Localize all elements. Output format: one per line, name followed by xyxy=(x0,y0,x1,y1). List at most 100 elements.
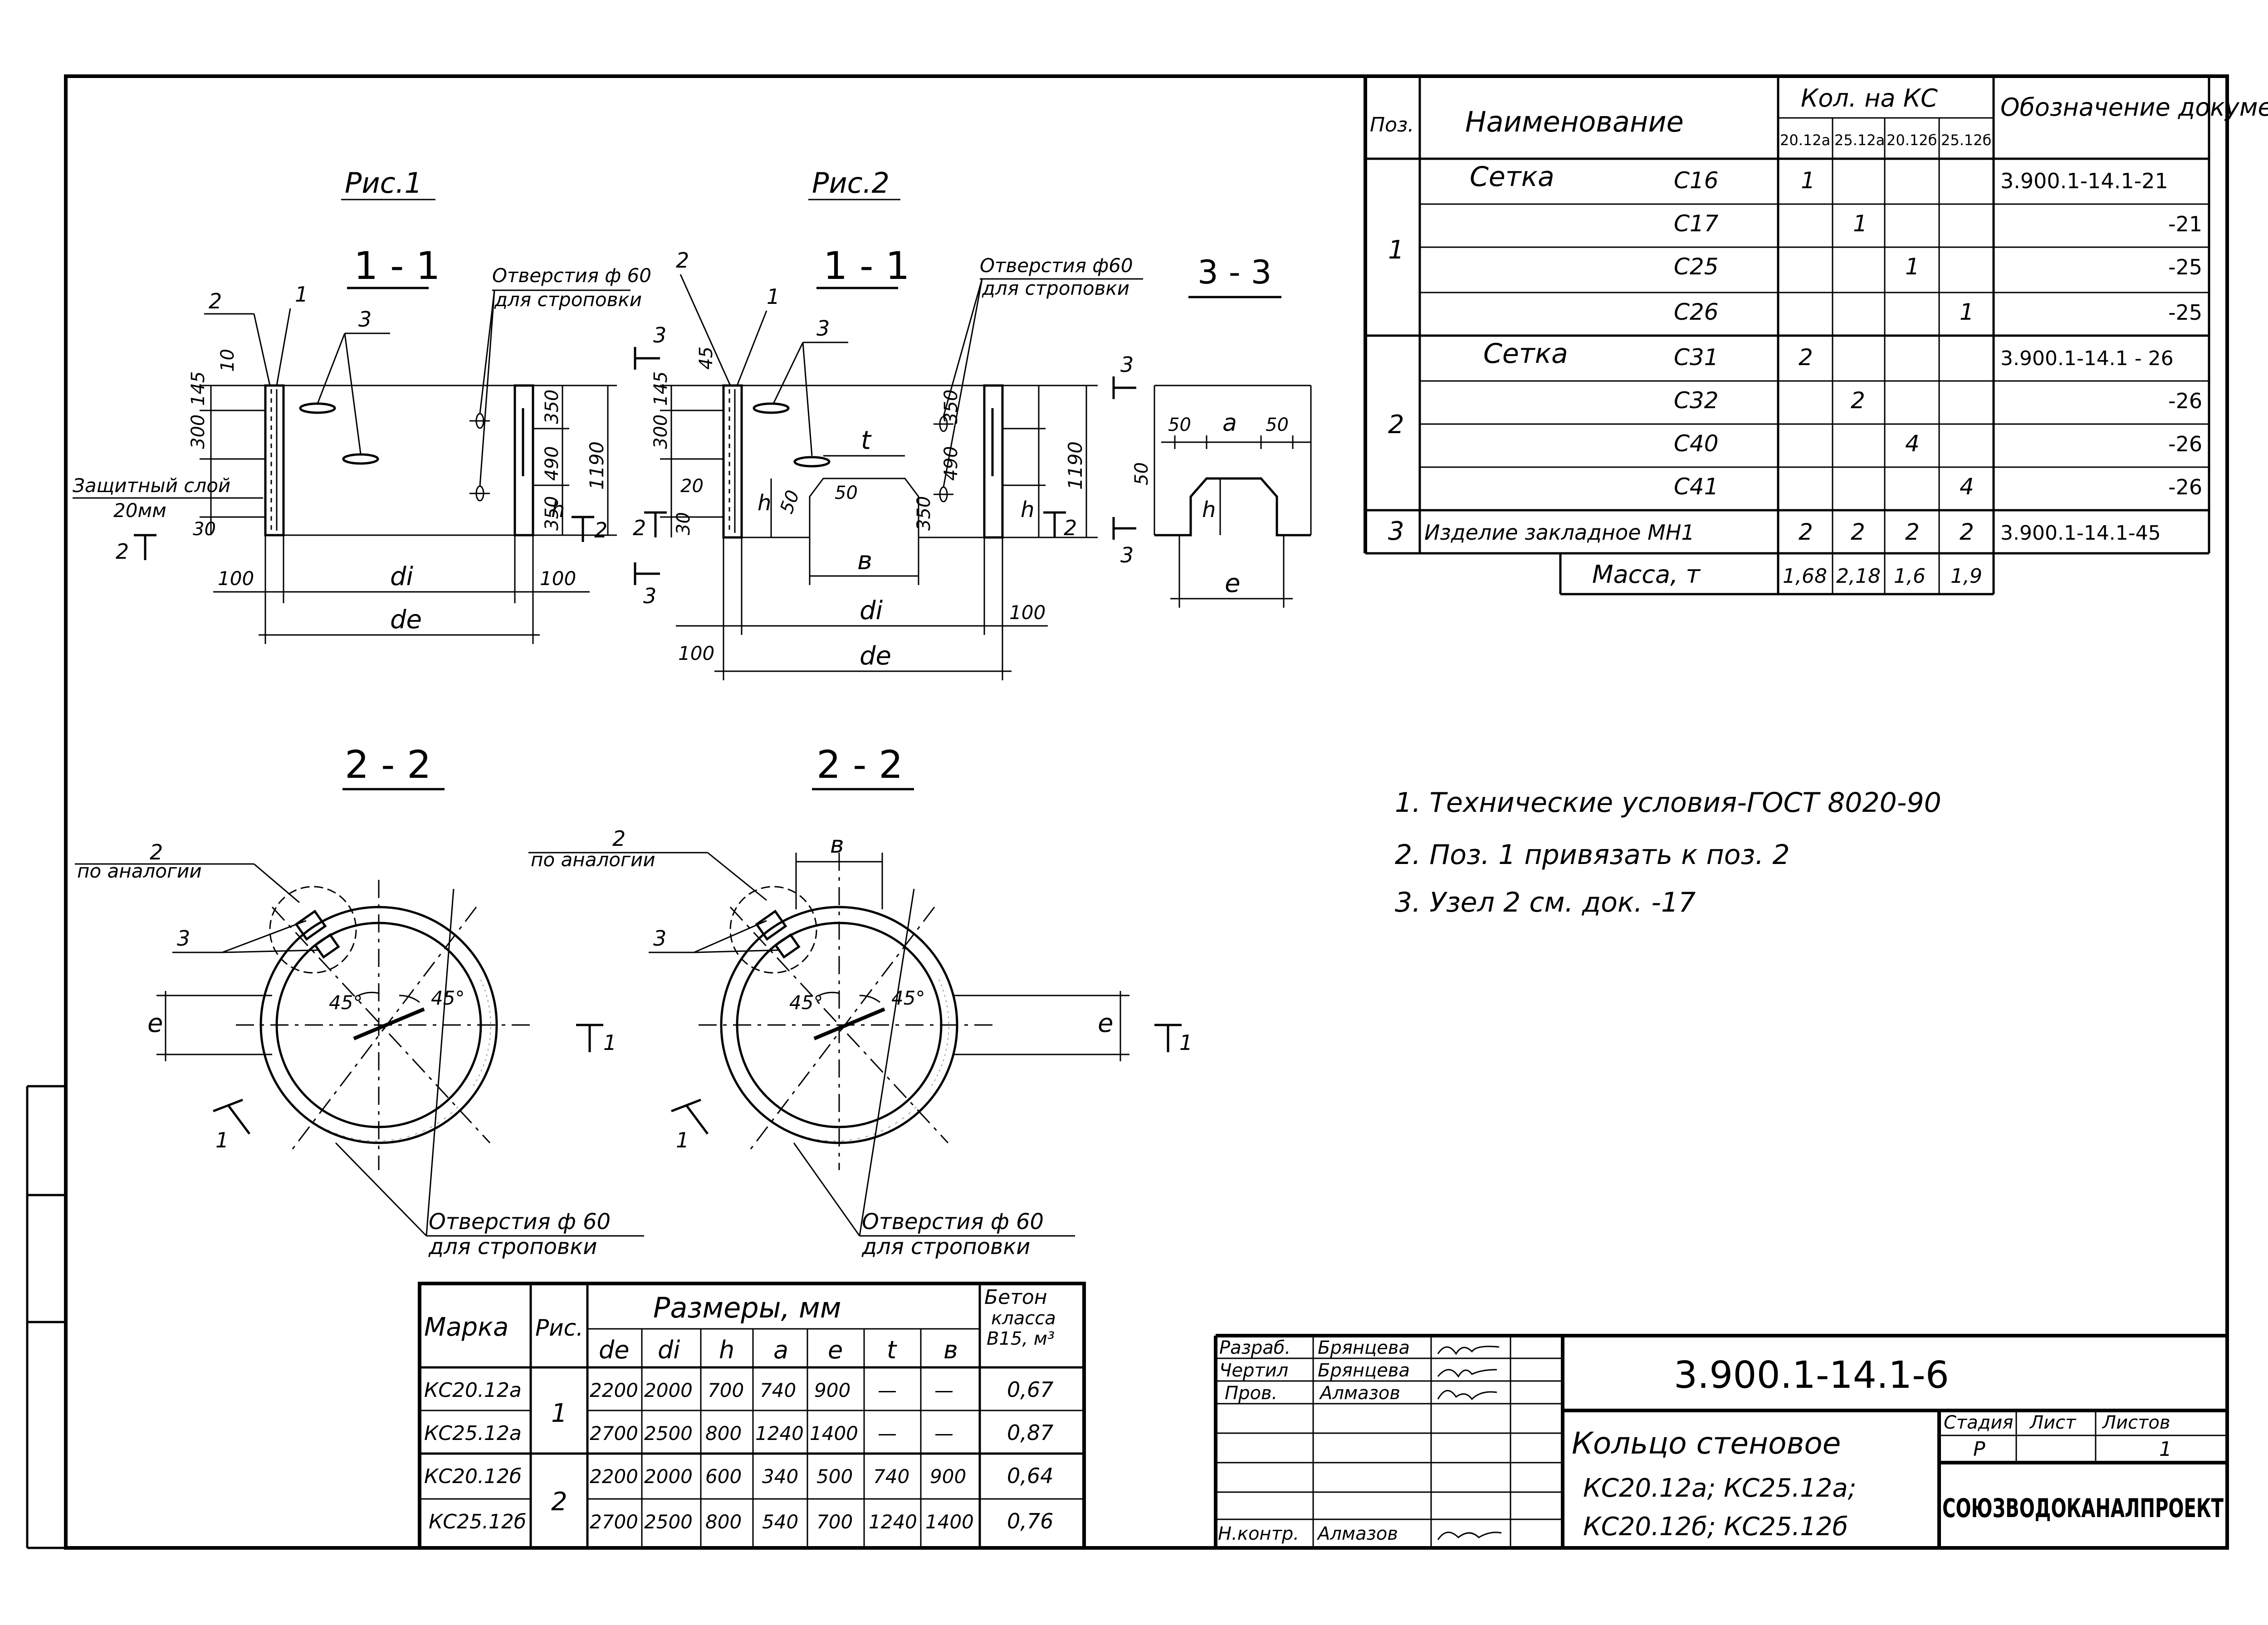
dims-r0-v2: 700 xyxy=(708,1379,744,1401)
dims-r1-v6: — xyxy=(934,1422,953,1444)
fig2-callout-2: 2 xyxy=(676,248,689,273)
spec-g2-r3-mark: С41 xyxy=(1674,473,1719,500)
fig2-dim-50a: 50 xyxy=(776,488,804,517)
dims-r1-v4: 1400 xyxy=(810,1422,858,1444)
fig1-section-mark-right-label: 2 xyxy=(594,518,607,542)
dims-sub-e: e xyxy=(828,1336,843,1364)
spec-item3-doc: 3.900.1-14.1-45 xyxy=(2000,522,2161,545)
dims-r2-v2: 600 xyxy=(705,1465,742,1488)
tb-role-0: Разраб. xyxy=(1219,1337,1290,1358)
spec-mass-v1: 2,18 xyxy=(1836,565,1881,588)
dims-r1-v1: 2500 xyxy=(644,1422,693,1444)
dims-r1-conc: 0,87 xyxy=(1007,1420,1053,1445)
spec-g1-r2-mark: С25 xyxy=(1674,254,1719,280)
fig2-dim-h-left: h xyxy=(758,490,771,516)
fig1-dim-left100: 100 xyxy=(218,567,254,590)
spec-group1-pos: 1 xyxy=(1388,235,1404,265)
dims-r0-conc: 0,67 xyxy=(1007,1377,1053,1402)
tb-signature-0 xyxy=(1437,1346,1500,1355)
spec-qty-col-3: 25.12б xyxy=(1941,132,1991,149)
dims-header-concrete-3: В15, м³ xyxy=(987,1328,1055,1349)
spec-mass-v0: 1,68 xyxy=(1783,565,1827,588)
fig1-dim-145: 145 xyxy=(188,371,209,406)
fig2-section-view: Рис.2 1 - 1 45 145 300 20 30 h t 50 xyxy=(633,166,1143,680)
spec-mass-v2: 1,6 xyxy=(1894,565,1926,588)
spec-g1-r2-doc: -25 xyxy=(2168,255,2202,279)
notes-block: 1. Технические условия-ГОСТ 8020-90 2. П… xyxy=(1395,787,1941,918)
fig2-dim-20: 20 xyxy=(680,476,704,497)
spec-g1-r0-q0: 1 xyxy=(1801,167,1815,194)
tb-title-line2: КС20.12а; КС25.12а; xyxy=(1583,1474,1857,1503)
spec-qty-col-2: 20.12б xyxy=(1887,132,1937,149)
spec-item3-name: Изделие закладное МН1 xyxy=(1424,520,1695,545)
fig1-dim-490: 490 xyxy=(542,446,562,481)
fig2-dim-di: di xyxy=(860,596,883,625)
fig2-dim-t: t xyxy=(861,426,872,455)
plan1-callout3: 3 xyxy=(177,926,190,951)
sec33-dim-50b: 50 xyxy=(1266,415,1289,435)
spec-qty-col-0: 20.12а xyxy=(1780,132,1830,149)
fig2-section-mark-2-right: 2 xyxy=(1043,511,1077,540)
plan2-e-label: e xyxy=(1098,1009,1113,1038)
spec-g1-r1-q1: 1 xyxy=(1853,210,1867,237)
plan1-section-mark-right: 1 xyxy=(576,1024,616,1055)
dims-r3-v5: 1240 xyxy=(869,1511,917,1533)
fig1-protect-layer-value: 20мм xyxy=(113,499,166,522)
plan1-hole-note-line2: для строповки xyxy=(428,1234,597,1259)
tb-name-0: Брянцева xyxy=(1318,1337,1410,1358)
plan2-section-mark-right: 1 xyxy=(1154,1024,1193,1055)
fig2-caption: Рис.2 xyxy=(812,166,890,200)
fig2-dim-350b: 350 xyxy=(914,496,934,531)
spec-qty-col-1: 25.12а xyxy=(1834,132,1885,149)
dims-r2-conc: 0,64 xyxy=(1007,1464,1053,1488)
spec-item3-q2: 2 xyxy=(1905,519,1920,545)
spec-g2-r1-q1: 2 xyxy=(1851,387,1865,414)
plan2-callout2-num: 2 xyxy=(612,826,626,851)
note-3: 3. Узел 2 см. док. -17 xyxy=(1395,887,1696,918)
dims-sub-de: de xyxy=(599,1336,630,1364)
fig1-caption: Рис.1 xyxy=(345,166,422,200)
dims-r0-v3: 740 xyxy=(760,1379,796,1401)
sec33-section-mark-top-label: 3 xyxy=(1120,352,1134,377)
note-1: 1. Технические условия-ГОСТ 8020-90 xyxy=(1395,787,1941,819)
dims-r2-v0: 2200 xyxy=(590,1465,638,1488)
fig2-dim-145: 145 xyxy=(650,371,671,406)
spec-item3-q0: 2 xyxy=(1799,519,1813,545)
spec-item3-pos: 3 xyxy=(1388,517,1404,546)
tb-signature-3 xyxy=(1437,1532,1502,1540)
spec-g1-r1-doc: -21 xyxy=(2168,212,2202,236)
spec-group2-title: Сетка xyxy=(1483,338,1568,370)
sec33-section-mark-bottom: 3 xyxy=(1112,517,1136,567)
fig2-dim-de: de xyxy=(860,641,891,671)
tb-name-1: Брянцева xyxy=(1318,1360,1410,1381)
spec-header-qty: Кол. на КС xyxy=(1801,84,1938,112)
spec-group2-pos: 2 xyxy=(1388,410,1404,439)
fig1-protect-layer-label: Защитный слой xyxy=(73,474,230,497)
spec-g2-r2-mark: С40 xyxy=(1674,430,1719,457)
dims-sub-di: di xyxy=(658,1336,680,1364)
fig2-section-mark-3-bottom: 3 xyxy=(634,562,660,608)
dims-header-mark: Марка xyxy=(424,1313,508,1342)
spec-header-pos: Поз. xyxy=(1370,113,1414,137)
plan1-section-mark-left: 1 xyxy=(213,1098,251,1152)
plan2-view: 2 - 2 в 45° 45° e 2 по аналогии 3 xyxy=(528,742,1193,1259)
spec-g1-r3-mark: С26 xyxy=(1674,299,1719,325)
dims-fig-group-2: 2 xyxy=(551,1487,567,1517)
tb-title-line1: Кольцо стеновое xyxy=(1572,1426,1841,1461)
dims-header-sizes: Размеры, мм xyxy=(653,1291,841,1324)
fig2-dim-30: 30 xyxy=(673,512,694,535)
dims-header-fig: Рис. xyxy=(535,1315,583,1341)
fig1-dim-350b: 350 xyxy=(542,496,562,531)
dims-r3-v4: 700 xyxy=(816,1511,853,1533)
spec-group1-title: Сетка xyxy=(1470,161,1554,193)
fig2-hole-note-line1: Отверстия ф60 xyxy=(980,254,1133,277)
spec-g2-r2-q2: 4 xyxy=(1905,430,1920,457)
fig2-dim-45: 45 xyxy=(696,346,717,370)
sec33-section-mark-top: 3 xyxy=(1112,352,1136,399)
tb-signature-2 xyxy=(1437,1390,1497,1401)
sec33-section-mark-bottom-label: 3 xyxy=(1120,543,1134,567)
dims-r0-mark: КС20.12а xyxy=(424,1379,522,1402)
dimensions-table: Марка Рис. Размеры, мм Бетон класса В15,… xyxy=(418,1282,1086,1550)
dims-r0-v4: 900 xyxy=(814,1379,850,1401)
